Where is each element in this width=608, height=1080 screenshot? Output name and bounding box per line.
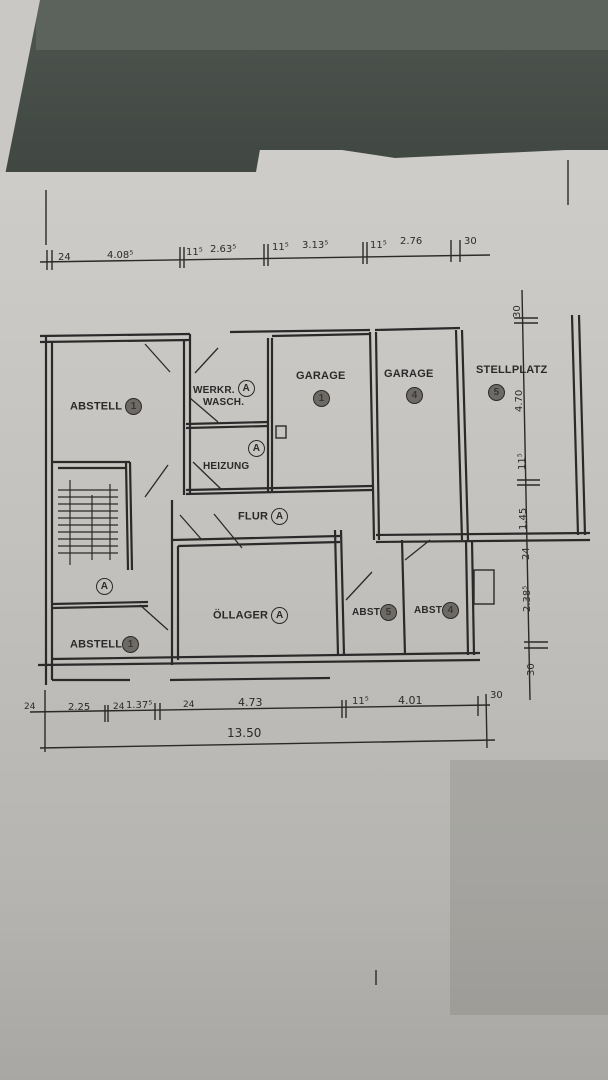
dim-bottom-8: 30 [490, 690, 503, 701]
room-stellplatz-tag: 5 [485, 384, 505, 401]
room-heizung-tag: A [245, 440, 265, 457]
dim-bottom-7: 4.01 [398, 694, 423, 707]
dim-top-5: 3.13⁵ [302, 240, 329, 251]
dim-top-7: 2.76 [400, 236, 423, 247]
room-heizung: HEIZUNG [203, 461, 250, 472]
room-garage-4: GARAGE [384, 368, 434, 380]
dim-right-1: 4.70 [514, 389, 525, 412]
dim-top-6: 11⁵ [370, 240, 387, 251]
dim-right-0: 30 [512, 305, 523, 318]
dim-top-3: 2.63⁵ [210, 244, 237, 255]
dim-top-1: 4.08⁵ [107, 250, 134, 261]
paper-sheet [0, 150, 608, 1080]
dim-bottom-1: 2.25 [68, 702, 91, 713]
dim-bottom-4: 24 [183, 700, 195, 710]
dim-bottom-5: 4.73 [238, 696, 263, 709]
background-surface-top [36, 0, 608, 50]
dim-right-6: 30 [526, 663, 537, 676]
dim-bottom-0: 24 [24, 702, 36, 712]
dim-bottom-3: 1.37⁵ [126, 700, 153, 711]
paper-shadow [450, 760, 608, 1015]
room-garage-1: GARAGE [296, 370, 346, 382]
dim-bottom-2: 24 [113, 702, 125, 712]
room-stellplatz: STELLPLATZ [476, 364, 548, 376]
dim-right-5: 2.38⁵ [522, 585, 533, 612]
dim-top-0: 24 [58, 252, 71, 263]
dim-top-8: 30 [464, 236, 477, 247]
dim-top-2: 11⁵ [186, 247, 203, 258]
room-garage-1-tag: 1 [310, 390, 330, 407]
room-stairwell-tag: A [93, 578, 113, 595]
dim-right-4: 24 [521, 547, 532, 560]
dim-right-3: 1.45 [518, 507, 529, 530]
dim-bottom-6: 11⁵ [352, 696, 369, 707]
dim-overall-width: 13.50 [227, 726, 262, 740]
dim-right-2: 11⁵ [517, 453, 528, 470]
room-garage-4-tag: 4 [403, 387, 423, 404]
dim-top-4: 11⁵ [272, 242, 289, 253]
